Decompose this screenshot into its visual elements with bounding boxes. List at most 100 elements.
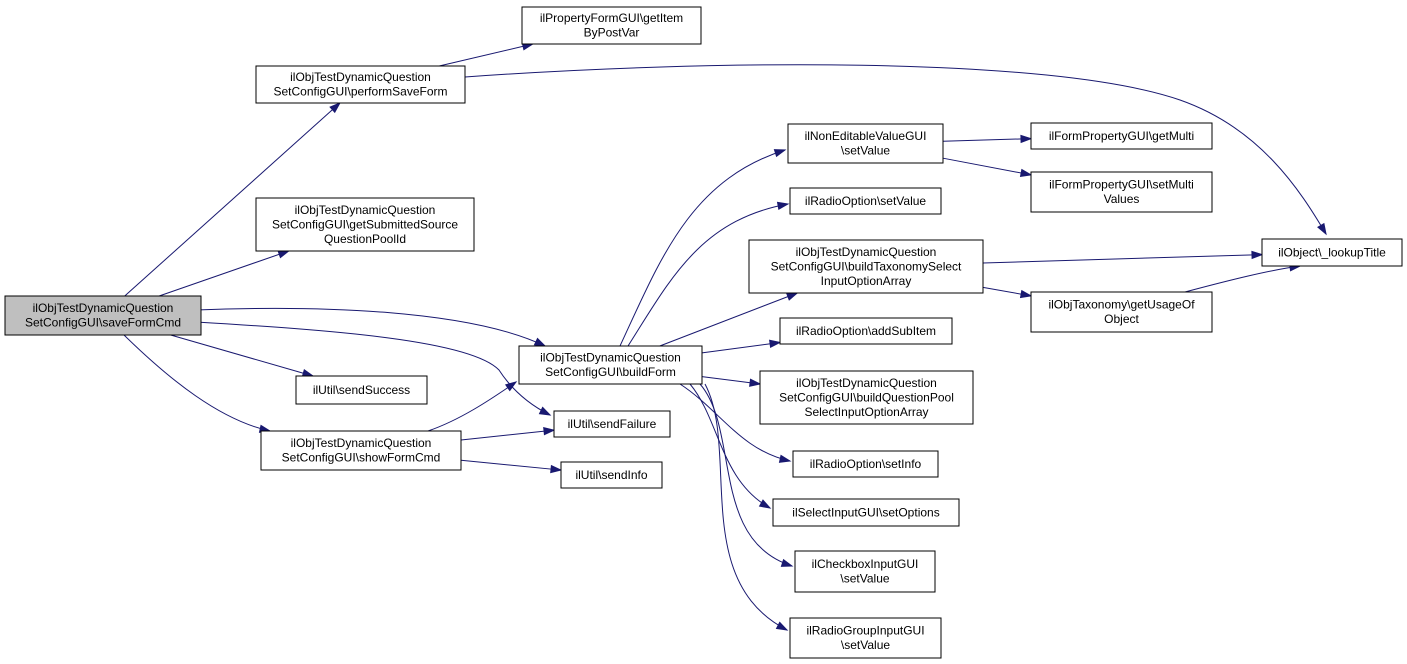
node-box[interactable]	[789, 187, 942, 215]
node-setOptions[interactable]: ilSelectInputGUI\setOptions	[772, 498, 960, 527]
edge-arrowhead	[538, 406, 552, 416]
node-box[interactable]	[772, 498, 960, 527]
node-box[interactable]	[255, 197, 475, 252]
node-box[interactable]	[560, 461, 663, 489]
edge-arrowhead	[769, 339, 782, 348]
node-label-line: ilObjTestDynamicQuestion	[796, 376, 937, 390]
node-box[interactable]	[1261, 238, 1403, 267]
edge-nonEditableSetValue-to-setMultiValues	[942, 157, 1033, 178]
edge-arrowhead	[785, 292, 799, 301]
node-box[interactable]	[260, 430, 462, 471]
node-label-line: \setValue	[840, 572, 889, 586]
node-box[interactable]	[1030, 291, 1213, 333]
node-box[interactable]	[794, 550, 936, 593]
node-lookupTitle[interactable]: ilObject\_lookupTitle	[1261, 238, 1403, 267]
node-sendFailure[interactable]: ilUtil\sendFailure	[553, 410, 671, 438]
node-label-line: ilObjTestDynamicQuestion	[33, 301, 174, 315]
edges-layer	[123, 42, 1327, 631]
node-box[interactable]	[792, 450, 939, 478]
node-showFormCmd[interactable]: ilObjTestDynamicQuestionSetConfigGUI\sho…	[260, 430, 462, 471]
node-box[interactable]	[518, 345, 703, 385]
edge-getUsageOfObject-to-lookupTitle	[1184, 263, 1302, 293]
node-sendSuccess[interactable]: ilUtil\sendSuccess	[295, 375, 428, 405]
edge-buildForm-to-radioGroupSetValue	[704, 383, 789, 631]
node-label-line: \setValue	[841, 144, 890, 158]
node-label-line: ilRadioOption\addSubItem	[796, 324, 936, 338]
edge-line	[460, 459, 562, 471]
edge-showFormCmd-to-buildForm	[427, 381, 518, 432]
nodes-layer: ilObjTestDynamicQuestionSetConfigGUI\sav…	[4, 6, 1403, 659]
node-label-line: ilObjTaxonomy\getUsageOf	[1048, 298, 1195, 312]
node-buildForm[interactable]: ilObjTestDynamicQuestionSetConfigGUI\bui…	[518, 345, 703, 385]
node-box[interactable]	[295, 375, 428, 405]
node-label-line: ilCheckboxInputGUI	[812, 557, 919, 571]
edge-line	[123, 334, 271, 432]
node-sendInfo[interactable]: ilUtil\sendInfo	[560, 461, 663, 489]
node-getSubmitted[interactable]: ilObjTestDynamicQuestionSetConfigGUI\get…	[255, 197, 475, 252]
edge-line	[464, 64, 1327, 235]
node-label-line: InputOptionArray	[821, 274, 912, 288]
node-box[interactable]	[553, 410, 671, 438]
edge-line	[701, 341, 781, 354]
edge-arrowhead	[504, 381, 518, 392]
node-box[interactable]	[779, 317, 953, 345]
node-label-line: ilObjTestDynamicQuestion	[540, 351, 681, 365]
edge-root-to-performSaveForm	[124, 101, 342, 297]
edge-root-to-showFormCmd	[123, 334, 272, 433]
edge-line	[170, 334, 314, 377]
node-getMulti[interactable]: ilFormPropertyGUI\getMulti	[1030, 122, 1213, 150]
edge-line	[942, 138, 1032, 142]
node-label-line: ilRadioOption\setInfo	[810, 457, 922, 471]
node-radioOptionSetValue[interactable]: ilRadioOption\setValue	[789, 187, 942, 215]
node-box[interactable]	[789, 617, 942, 659]
edge-arrowhead	[1020, 134, 1033, 144]
edge-arrowhead	[543, 427, 556, 436]
edge-line	[195, 307, 546, 347]
node-box[interactable]	[1030, 122, 1213, 150]
node-checkboxSetValue[interactable]: ilCheckboxInputGUI\setValue	[794, 550, 936, 593]
edge-line	[942, 157, 1032, 176]
edge-arrowhead	[758, 499, 772, 509]
edge-root-to-sendSuccess	[170, 334, 315, 378]
node-label-line: Object	[1104, 312, 1139, 326]
node-label-line: ilSelectInputGUI\setOptions	[792, 505, 939, 519]
node-box[interactable]	[255, 65, 466, 104]
node-box[interactable]	[787, 123, 944, 164]
node-box[interactable]	[748, 239, 984, 294]
node-addSubItem[interactable]: ilRadioOption\addSubItem	[779, 317, 953, 345]
edge-buildForm-to-radioOptionSetValue	[627, 201, 790, 347]
edge-showFormCmd-to-sendInfo	[460, 459, 563, 474]
node-buildTaxonomy[interactable]: ilObjTestDynamicQuestionSetConfigGUI\bui…	[748, 239, 984, 294]
node-box[interactable]	[1030, 171, 1213, 213]
node-label-line: ilFormPropertyGUI\getMulti	[1049, 129, 1194, 143]
node-box[interactable]	[521, 6, 702, 45]
node-label-line: SetConfigGUI\saveFormCmd	[25, 316, 181, 330]
edge-line	[158, 250, 289, 297]
edge-arrowhead	[780, 558, 794, 567]
edge-performSaveForm-to-lookupTitle	[464, 64, 1327, 236]
node-label-line: ilObject\_lookupTitle	[1278, 245, 1386, 259]
node-box[interactable]	[759, 370, 974, 425]
edge-arrowhead	[550, 464, 563, 474]
edge-arrowhead	[778, 454, 792, 463]
node-root[interactable]: ilObjTestDynamicQuestionSetConfigGUI\sav…	[4, 295, 202, 336]
edge-line	[439, 43, 533, 67]
node-setInfo[interactable]: ilRadioOption\setInfo	[792, 450, 939, 478]
edge-arrowhead	[277, 250, 291, 259]
edge-arrowhead	[775, 621, 789, 631]
edge-line	[619, 149, 786, 347]
edge-line	[704, 383, 788, 631]
node-label-line: ilRadioGroupInputGUI	[806, 624, 924, 638]
node-performSaveForm[interactable]: ilObjTestDynamicQuestionSetConfigGUI\per…	[255, 65, 466, 104]
edge-root-to-sendFailure	[195, 321, 552, 416]
node-box[interactable]	[4, 295, 202, 336]
node-label-line: ilObjTestDynamicQuestion	[290, 70, 431, 84]
node-buildQuestionPool[interactable]: ilObjTestDynamicQuestionSetConfigGUI\bui…	[759, 370, 974, 425]
node-nonEditableSetValue[interactable]: ilNonEditableValueGUI\setValue	[787, 123, 944, 164]
edge-line	[689, 383, 771, 509]
edge-arrowhead	[773, 149, 787, 158]
node-radioGroupSetValue[interactable]: ilRadioGroupInputGUI\setValue	[789, 617, 942, 659]
